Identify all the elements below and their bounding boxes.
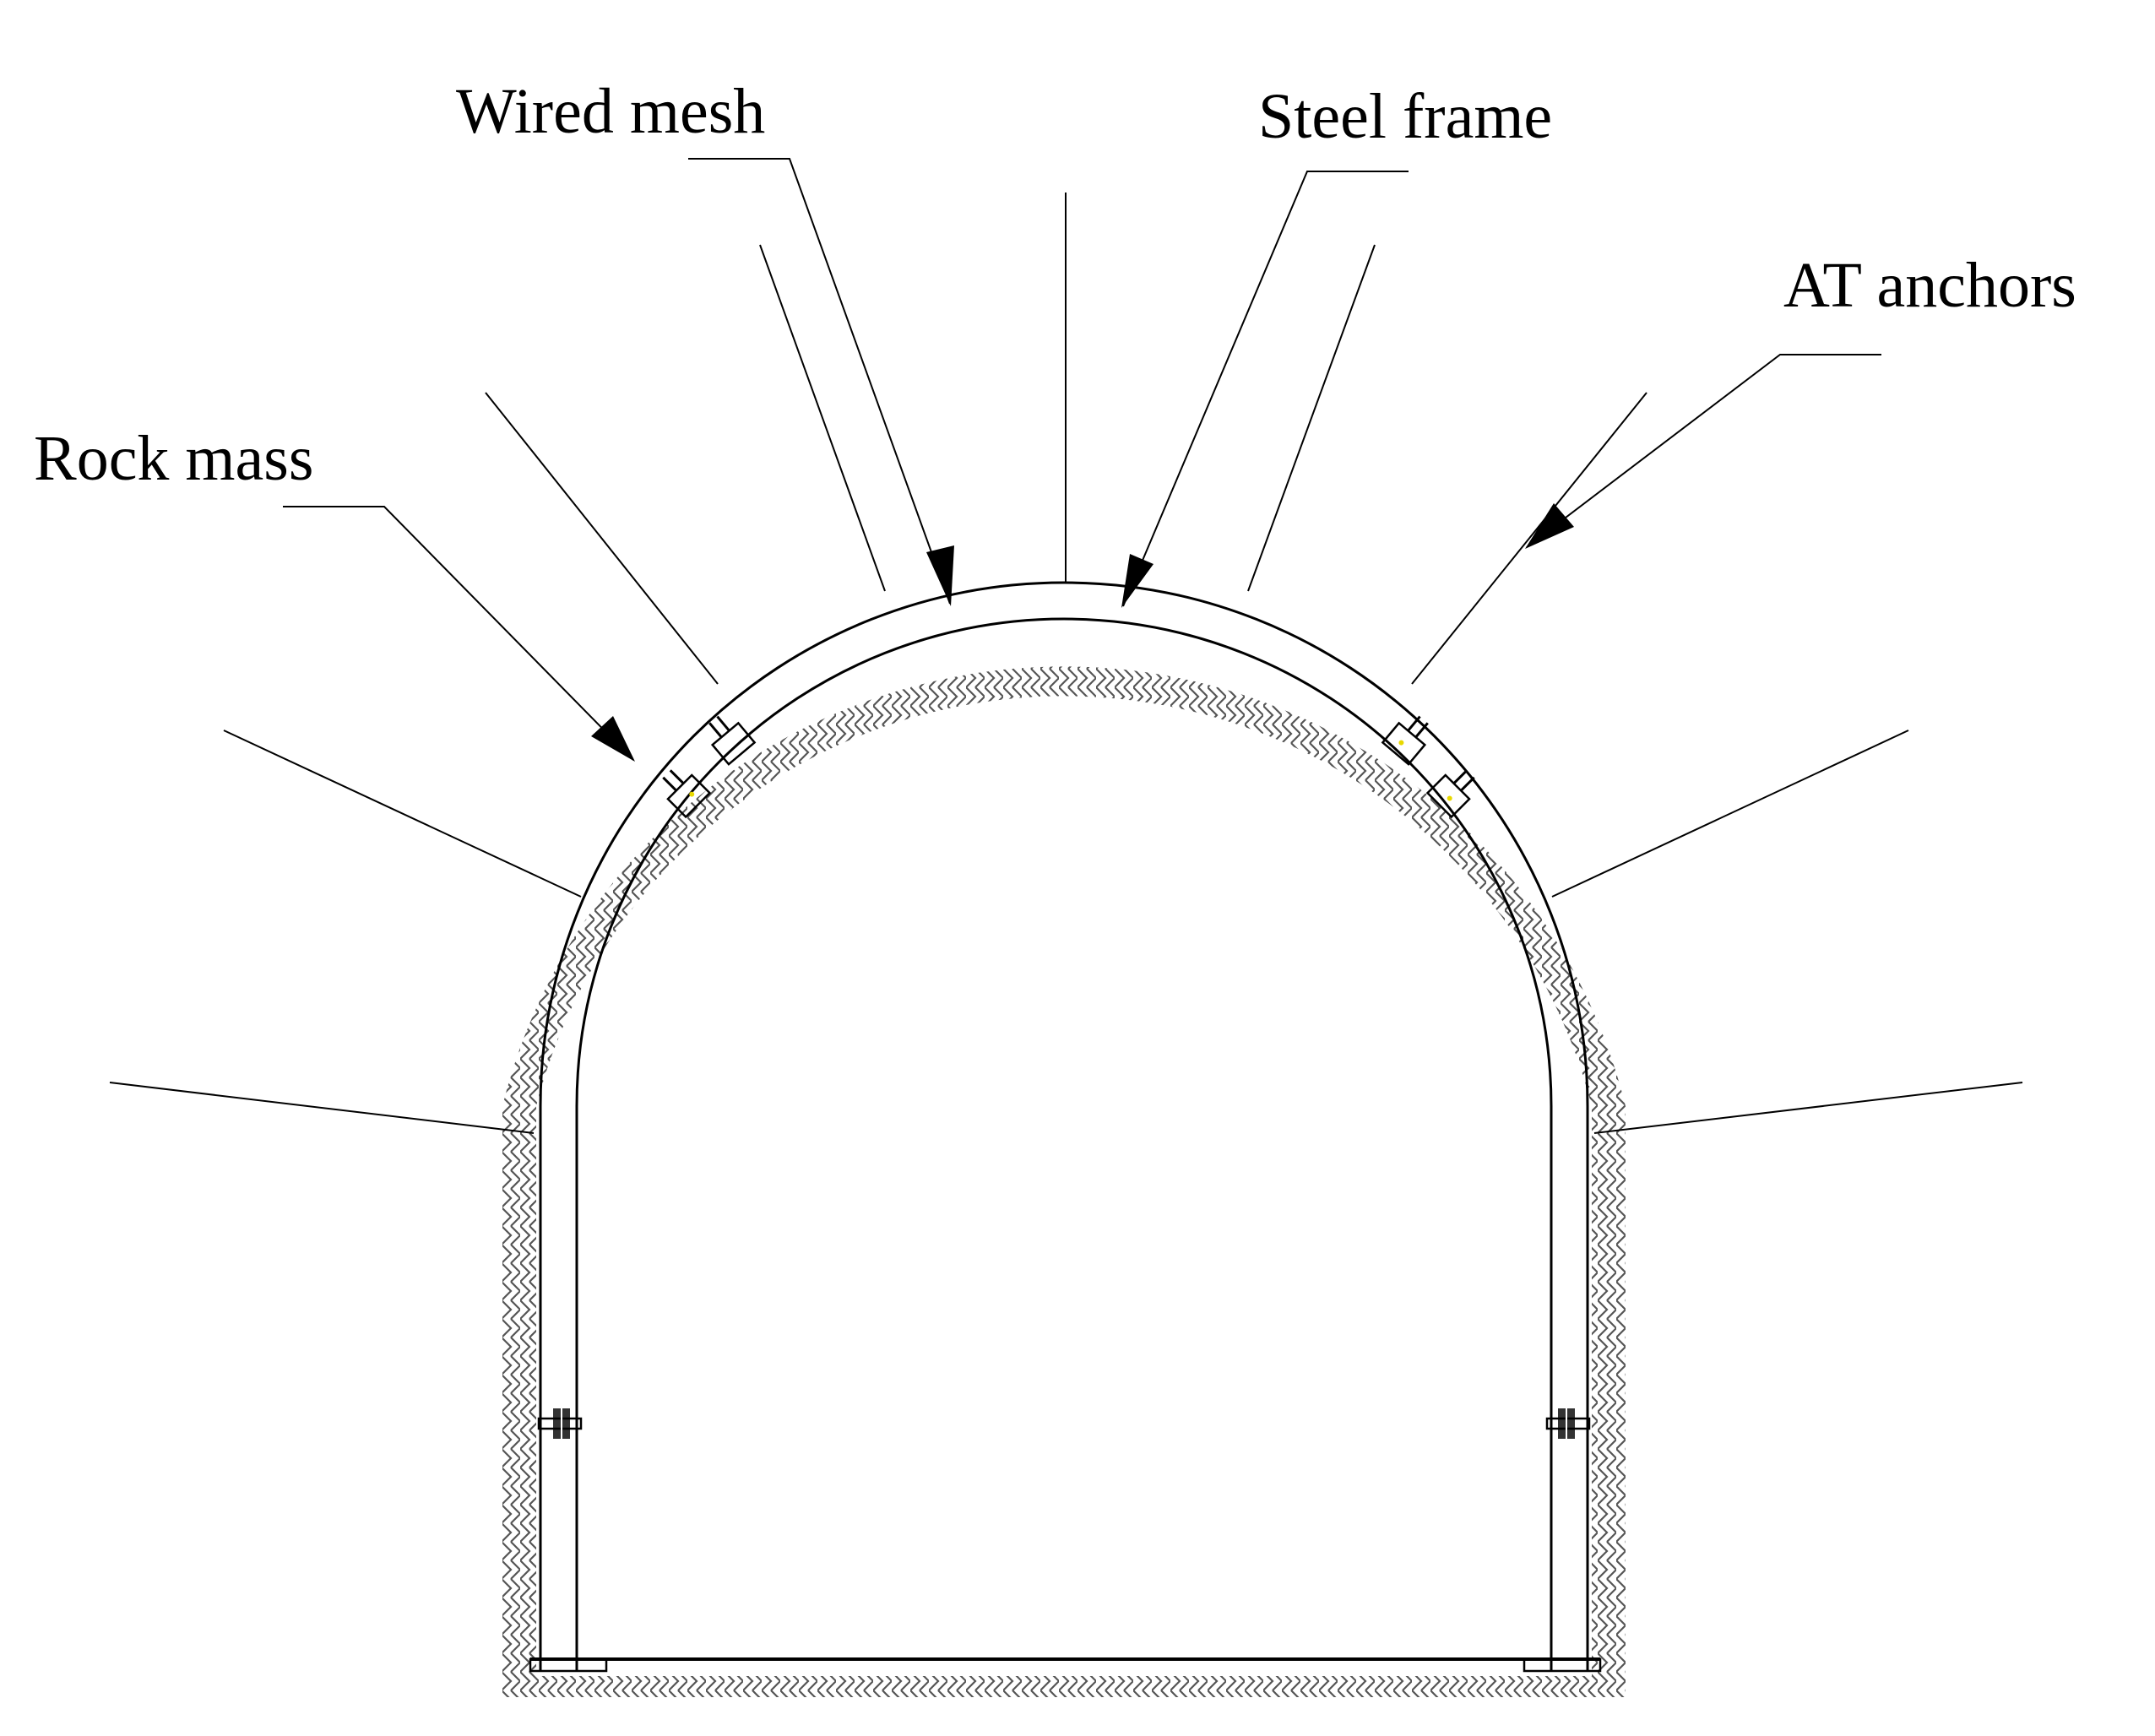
leader-at-anchors (1525, 354, 1881, 549)
right-joint-fittings (1381, 715, 1475, 819)
leader-rock-mass (283, 506, 635, 762)
label-steel-frame: Steel frame (1258, 81, 1552, 152)
label-wired-mesh: Wired mesh (456, 76, 765, 147)
left-base-plate (529, 1657, 608, 1673)
at-anchors-arrowhead (1525, 503, 1574, 549)
left-joint-fittings (662, 715, 757, 819)
steel-frame-outer-line (539, 581, 1589, 1672)
steel-frame-arrowhead (1121, 554, 1153, 608)
right-base-plate (1523, 1657, 1602, 1673)
label-rock-mass: Rock mass (34, 423, 313, 494)
steel-frame-inner-line (575, 617, 1553, 1672)
wired-mesh-arrowhead (926, 545, 954, 606)
label-at-anchors: AT anchors (1783, 250, 2076, 321)
radial-anchor-lines (109, 193, 2023, 1134)
leader-steel-frame (1121, 171, 1409, 608)
right-wall-clamp (1545, 1408, 1591, 1439)
rock-mass-band (502, 666, 1626, 1698)
left-wall-clamp (537, 1408, 583, 1439)
leader-wired-mesh (688, 158, 954, 606)
rock-mass-arrowhead (591, 716, 635, 762)
